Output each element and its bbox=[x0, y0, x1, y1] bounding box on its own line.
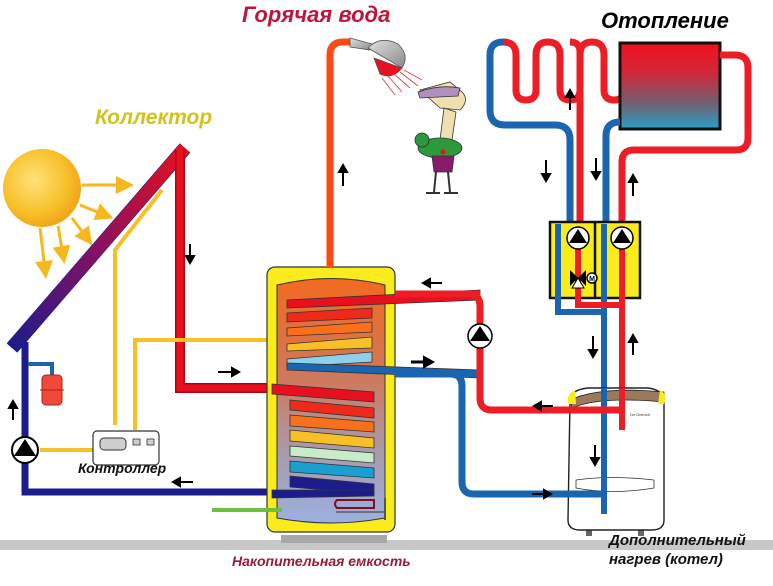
radiator-flow-pipe bbox=[618, 51, 752, 224]
arrow-up-icon bbox=[627, 332, 639, 355]
expansion-vessel-pipe bbox=[28, 362, 54, 378]
tank-loading-return-pipe bbox=[395, 370, 608, 498]
hot-water-pipe bbox=[326, 38, 352, 268]
floor-heating-flow-pipe bbox=[569, 38, 584, 224]
arrow-left-icon bbox=[420, 277, 442, 289]
storage-tank bbox=[266, 266, 481, 543]
loading-pump-icon bbox=[467, 323, 493, 349]
arrow-down-icon bbox=[540, 160, 552, 184]
boiler-label: Дополнительный нагрев (котел) bbox=[609, 531, 746, 569]
heating-label: Отопление bbox=[601, 8, 729, 33]
controller-wire-tank bbox=[133, 338, 268, 430]
heating-return-to-boiler bbox=[555, 224, 607, 430]
storage-tank-label: Накопительная емкость bbox=[232, 553, 411, 569]
heating-flow-from-boiler bbox=[575, 236, 625, 410]
arrow-up-icon bbox=[337, 162, 349, 186]
boiler-label-line2: нагрев (котел) bbox=[609, 551, 723, 568]
solar-collector bbox=[6, 143, 191, 425]
solar-return-pipe bbox=[21, 342, 272, 496]
sun-icon bbox=[3, 149, 134, 279]
radiator bbox=[618, 41, 722, 131]
arrow-up-icon bbox=[7, 398, 19, 420]
arrow-right-icon bbox=[218, 366, 242, 378]
collector-label: Коллектор bbox=[95, 106, 213, 129]
collector-sensor-wire bbox=[113, 188, 164, 425]
floor-heating-loop bbox=[486, 38, 628, 224]
hot-water-label: Горячая вода bbox=[242, 2, 391, 27]
radiator-return-pipe bbox=[602, 118, 621, 224]
svg-text:M: M bbox=[589, 276, 595, 283]
controller-box bbox=[92, 430, 160, 466]
arrow-up-icon bbox=[627, 172, 639, 196]
solar-flow-pipe bbox=[175, 150, 272, 393]
person-showering-icon bbox=[414, 81, 466, 194]
flow-arrows bbox=[7, 87, 639, 500]
controller-label: Контроллер bbox=[78, 460, 167, 476]
heating-pump-1-icon bbox=[566, 226, 590, 250]
arrow-down-icon bbox=[184, 244, 196, 266]
arrow-left-icon bbox=[531, 400, 553, 412]
arrow-up-icon bbox=[564, 87, 576, 110]
solar-pump-icon bbox=[11, 436, 39, 464]
arrow-left-icon bbox=[170, 476, 193, 488]
arrow-down-icon bbox=[590, 158, 602, 182]
heating-pump-2-icon bbox=[610, 226, 634, 250]
arrow-right-icon bbox=[411, 355, 436, 369]
boiler-label-line1: Дополнительный bbox=[609, 532, 746, 549]
floor-line bbox=[0, 540, 773, 550]
arrow-right-icon bbox=[532, 488, 554, 500]
shower-head-icon bbox=[349, 37, 423, 96]
mixing-valve-icon: M bbox=[570, 270, 598, 289]
arrow-down-icon bbox=[589, 445, 601, 468]
svg-text:De Dietrich: De Dietrich bbox=[630, 412, 650, 417]
arrow-down-icon bbox=[587, 336, 599, 360]
